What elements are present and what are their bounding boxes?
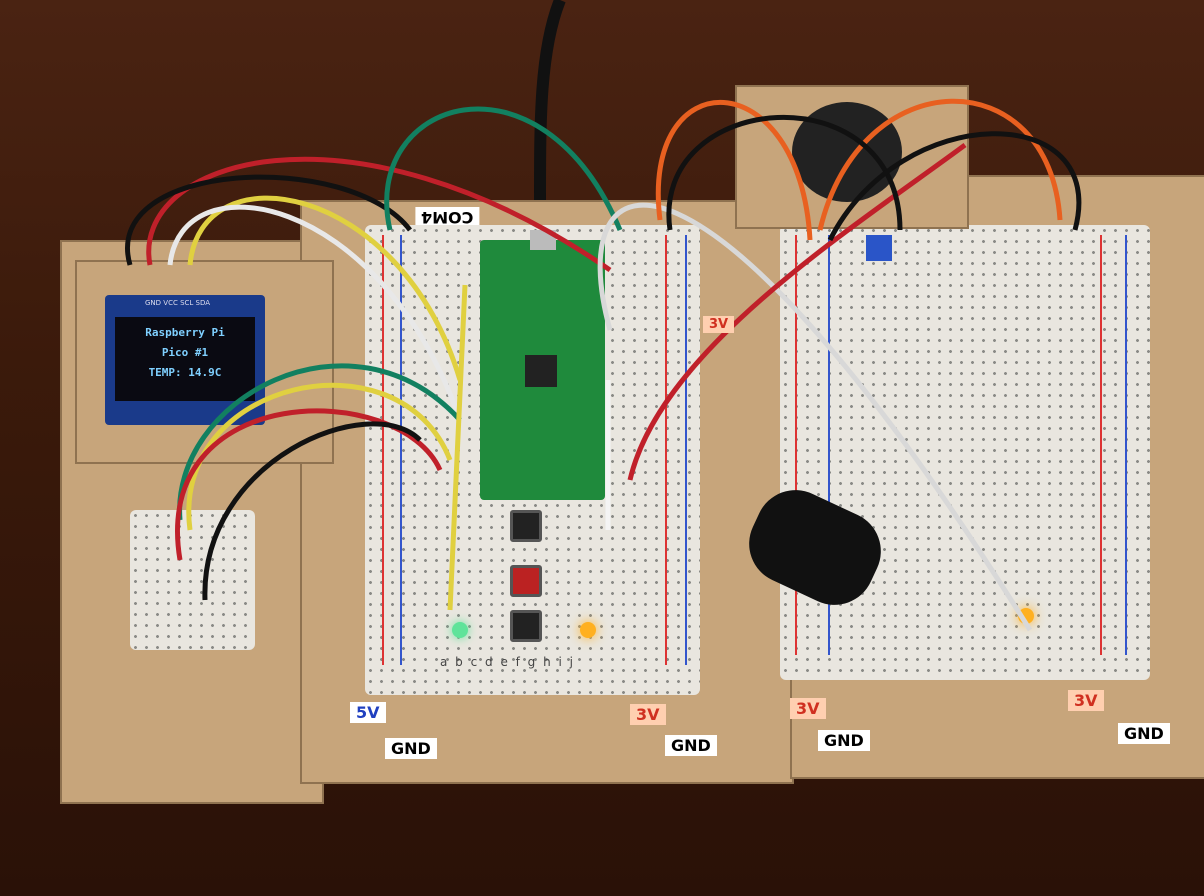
label-3v-rail: 3V — [703, 316, 735, 333]
rp2040-chip — [525, 355, 557, 387]
wire-black — [666, 115, 903, 231]
wire-yellow — [447, 284, 468, 611]
usb-port — [530, 230, 556, 250]
oled-line-2: Pico #1 — [161, 346, 209, 359]
wire-red — [146, 156, 612, 273]
usb-cable — [534, 0, 566, 201]
oled-screen: Raspberry Pi Pico #1 TEMP: 14.9C — [115, 317, 255, 401]
wire-orange — [817, 98, 1063, 231]
power-rail — [382, 235, 384, 665]
raspberry-pi-pico — [480, 230, 605, 500]
led-yellow — [580, 622, 596, 638]
power-rail — [1100, 235, 1102, 655]
ground-rail — [1125, 235, 1127, 655]
push-button-red — [510, 565, 542, 597]
wire-yellow — [186, 382, 453, 531]
label-gnd: GND — [665, 735, 717, 756]
wire-green — [384, 106, 623, 231]
wire-black — [827, 131, 1082, 242]
label-3v: 3V — [630, 704, 666, 725]
wire-red — [627, 142, 967, 481]
wire-red — [175, 408, 443, 561]
ground-rail — [685, 235, 687, 665]
power-rail — [795, 235, 797, 655]
label-gnd: GND — [385, 738, 437, 759]
mini-breadboard — [130, 510, 255, 650]
wire-black — [125, 174, 412, 266]
potentiometer — [866, 235, 892, 261]
label-3v: 3V — [790, 698, 826, 719]
push-button — [510, 510, 542, 542]
oled-line-3: TEMP: 14.9C — [148, 366, 222, 379]
led-green — [452, 622, 468, 638]
push-button — [510, 610, 542, 642]
ground-rail — [400, 235, 402, 665]
ground-rail — [828, 235, 830, 655]
oled-line-1: Raspberry Pi — [145, 326, 225, 339]
label-3v: 3V — [1068, 690, 1104, 711]
wire-white — [167, 204, 463, 421]
power-rail — [665, 235, 667, 665]
wire-white — [597, 202, 1033, 632]
oled-pin-labels: GND VCC SCL SDA — [145, 299, 211, 307]
label-gnd: GND — [1118, 723, 1170, 744]
wire-black — [202, 421, 422, 601]
label-gnd: GND — [818, 730, 870, 751]
wire-orange — [655, 99, 813, 241]
column-labels: a b c d e f g h i j — [440, 655, 576, 669]
label-5v: 5V — [350, 702, 386, 723]
wire-yellow — [187, 195, 463, 381]
wire-green — [177, 363, 462, 521]
